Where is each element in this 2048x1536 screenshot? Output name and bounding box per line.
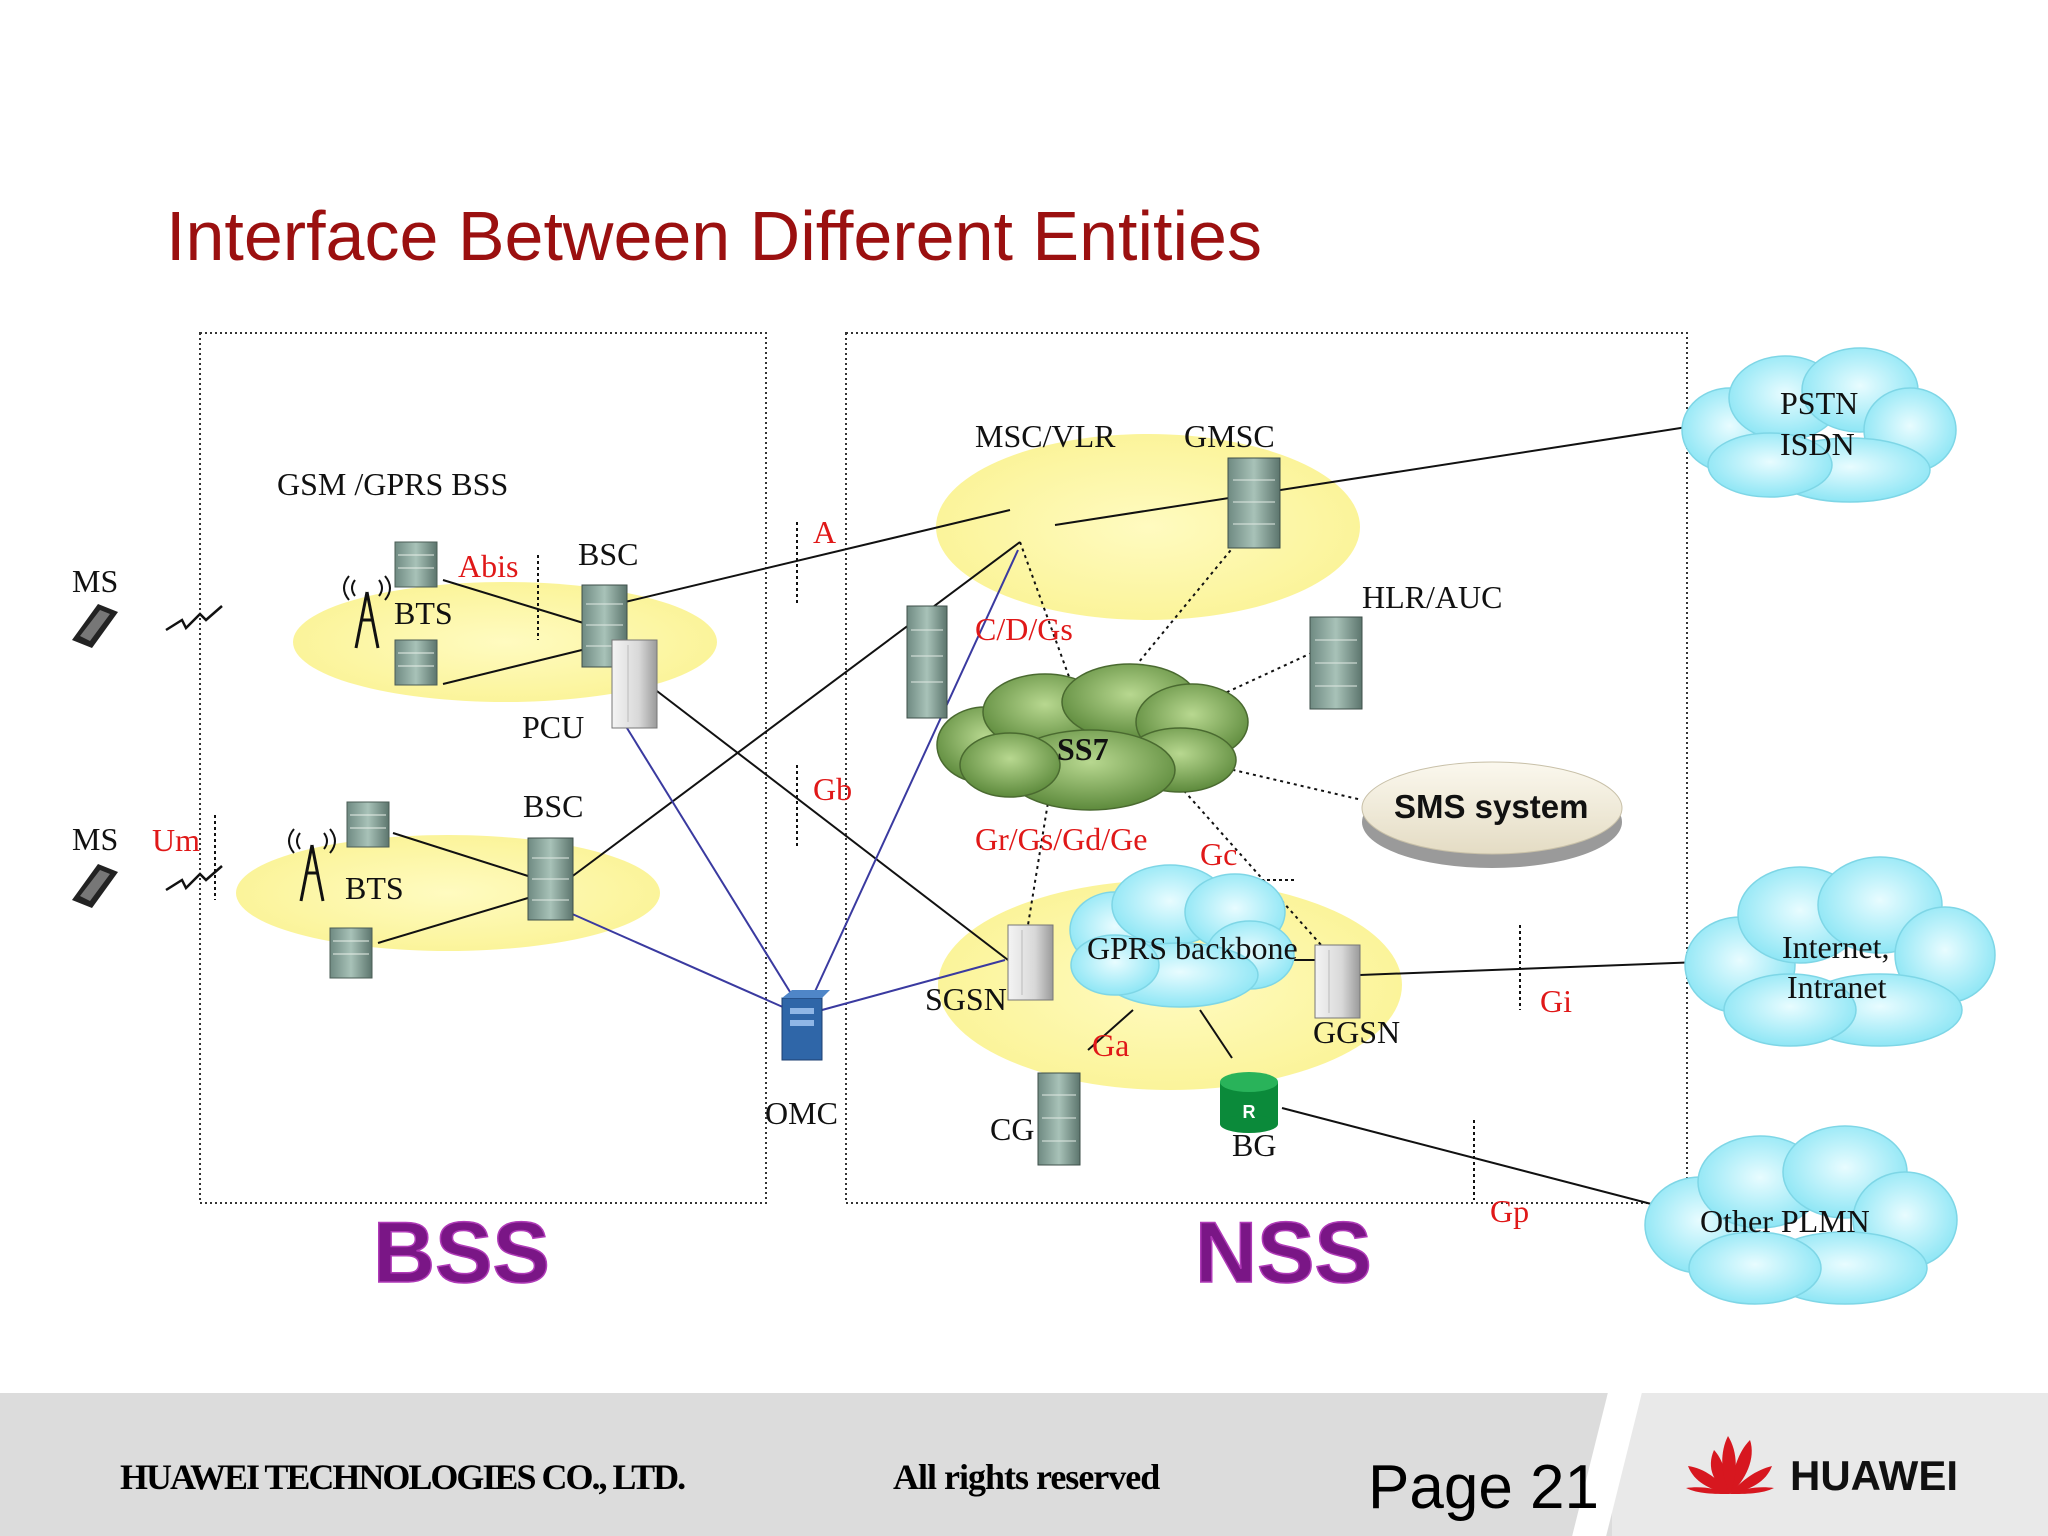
- ms-label: MS: [72, 563, 118, 599]
- interface-ticks: [214, 522, 1521, 1200]
- ms-label: MS: [72, 821, 118, 857]
- phone-icon: [72, 864, 118, 908]
- omc-label: OMC: [765, 1095, 838, 1131]
- nss-section-label: NSS: [1195, 1205, 1372, 1301]
- bsc-bottom-cabinet: [527, 837, 574, 921]
- gprs-backbone-cloud: [1069, 864, 1295, 1008]
- bss-section-label: BSS: [373, 1205, 550, 1301]
- rights-notice: All rights reserved: [893, 1457, 1160, 1497]
- bts-label: BTS: [394, 595, 453, 631]
- brand-name: HUAWEI: [1790, 1452, 1958, 1499]
- ss7-label: SS7: [1057, 731, 1109, 767]
- pcu-label: PCU: [522, 709, 584, 745]
- other-plmn-cloud: [1644, 1125, 1958, 1305]
- bts-top-upper-unit: [394, 541, 438, 588]
- hlr-auc-label: HLR/AUC: [1362, 579, 1502, 615]
- interface-um-label: Um: [152, 822, 200, 858]
- msc-vlr-cabinet: [906, 605, 948, 719]
- gprs-backbone-label: GPRS backbone: [1087, 930, 1298, 966]
- pstn-cloud: [1681, 347, 1957, 503]
- huawei-logo-icon: [1686, 1436, 1774, 1494]
- bss-region: [199, 332, 767, 1204]
- intranet-label: Intranet: [1787, 969, 1887, 1005]
- interface-gp-label: Gp: [1490, 1193, 1529, 1229]
- bsc-label: BSC: [523, 788, 583, 824]
- bts-top-lower-unit: [394, 639, 438, 686]
- svg-text:R: R: [1243, 1102, 1256, 1122]
- bts-label: BTS: [345, 870, 404, 906]
- cg-label: CG: [990, 1111, 1034, 1147]
- isdn-label: ISDN: [1780, 426, 1855, 462]
- company-name: HUAWEI TECHNOLOGIES CO., LTD.: [120, 1457, 686, 1497]
- pcu-server: [611, 639, 658, 729]
- interface-ga-label: Ga: [1092, 1027, 1129, 1063]
- hlr-auc-cabinet: [1309, 616, 1363, 710]
- interface-gr-label: Gr/Gs/Gd/Ge: [975, 821, 1147, 857]
- interface-cdgs-label: C/D/Gs: [975, 611, 1073, 647]
- interface-gi-label: Gi: [1540, 983, 1572, 1019]
- radio-link-icon: [165, 605, 223, 632]
- msc-vlr-label: MSC/VLR: [975, 418, 1116, 454]
- interface-a-label: A: [813, 514, 836, 550]
- cg-cabinet: [1037, 1072, 1081, 1166]
- omc-server-icon: [781, 990, 830, 1061]
- bts-bottom-lower-unit: [329, 927, 373, 979]
- omc-links: [569, 549, 1019, 1011]
- sgsn-server: [1007, 924, 1054, 1001]
- other-plmn-label: Other PLMN: [1700, 1203, 1870, 1239]
- antenna-icon: [343, 575, 391, 649]
- radio-link-icon: [165, 865, 223, 892]
- phone-icon: [72, 604, 118, 648]
- sgsn-label: SGSN: [925, 981, 1007, 1017]
- links: [377, 426, 1701, 1206]
- bts-bottom-zone: [236, 835, 660, 951]
- gmsc-cabinet: [1227, 457, 1281, 549]
- bsc-label: BSC: [578, 536, 638, 572]
- router-icon: R: [1220, 1072, 1278, 1133]
- page-number: Page 21: [1368, 1453, 1599, 1522]
- interface-gc-label: Gc: [1200, 836, 1237, 872]
- nss-region: [845, 332, 1688, 1204]
- pstn-label: PSTN: [1780, 385, 1858, 421]
- gsm-bss-label: GSM /GPRS BSS: [277, 466, 508, 502]
- interface-abis-label: Abis: [458, 548, 518, 584]
- antenna-icon: [288, 828, 336, 902]
- bg-label: BG: [1232, 1127, 1276, 1163]
- footer-logo-panel: [1612, 1393, 2048, 1536]
- interface-gb-label: Gb: [813, 771, 852, 807]
- bts-bottom-upper-unit: [346, 801, 390, 848]
- ggsn-server: [1314, 944, 1361, 1019]
- sms-system-disc: [1361, 761, 1623, 868]
- ggsn-label: GGSN: [1313, 1014, 1400, 1050]
- network-diagram: R GSM /GPRS BSS MS MS BTS BTS BSC BSC PC…: [72, 332, 1996, 1305]
- page-title: Interface Between Different Entities: [166, 197, 1262, 275]
- ss7-cloud: [936, 663, 1249, 811]
- internet-cloud: [1684, 856, 1996, 1047]
- gmsc-label: GMSC: [1184, 418, 1275, 454]
- internet-label: Internet,: [1782, 929, 1890, 965]
- sms-system-label: SMS system: [1394, 788, 1588, 825]
